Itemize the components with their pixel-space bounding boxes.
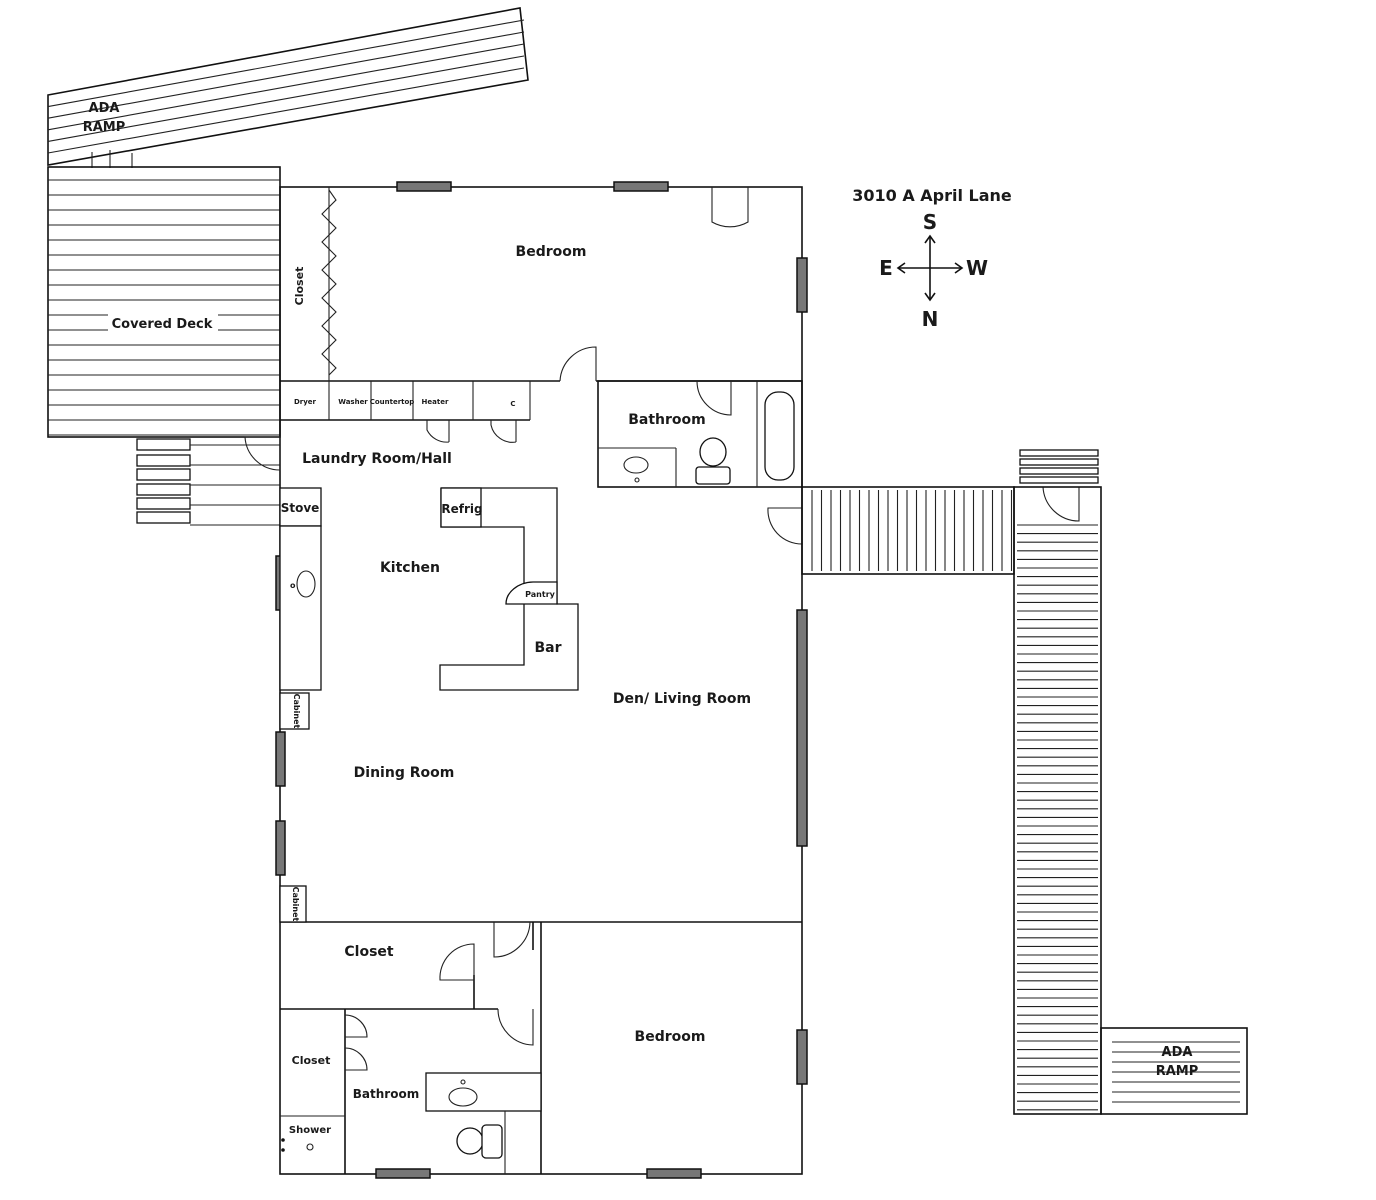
laundry-hall-label: Laundry Room/Hall [302, 451, 452, 467]
ada-ramp-bottom-label-1: ADA [1162, 1045, 1193, 1060]
ada-ramp-top-label-1: ADA [89, 101, 120, 116]
left-steps [136, 438, 280, 526]
heater-label: Heater [422, 398, 449, 406]
ada-ramp-bottom: ADA RAMP [1100, 1027, 1248, 1115]
kitchen-label: Kitchen [380, 560, 440, 576]
dryer-label: Dryer [294, 398, 317, 406]
cabinet-1-label: Cabinet [292, 694, 301, 729]
ramp-board [47, 31, 525, 119]
top-bath-fixtures [623, 391, 795, 485]
dining-room-label: Dining Room [354, 765, 455, 781]
compass-rose: S E W N [879, 210, 988, 331]
c-closet-label: C [510, 400, 515, 408]
closet-top-label: Closet [293, 267, 306, 306]
svg-text:o: o [290, 581, 296, 590]
stove-label: Stove [281, 501, 320, 515]
right-deck [801, 449, 1102, 1115]
bottom-bath-fixtures [281, 1079, 503, 1159]
refrig-label: Refrig [441, 502, 482, 516]
ramp-board [47, 43, 525, 131]
kitchen-counters: o [279, 487, 579, 923]
compass-top-letter: S [923, 210, 937, 234]
bedroom-bottom-label: Bedroom [635, 1029, 706, 1045]
covered-deck: Covered Deck [47, 166, 281, 438]
cabinet-2-label: Cabinet [291, 887, 300, 922]
shower-label: Shower [289, 1125, 331, 1136]
deck-boards [48, 179, 280, 436]
covered-deck-label: Covered Deck [112, 317, 213, 332]
walkway-boards [1017, 524, 1098, 1111]
bathroom-top-label: Bathroom [628, 412, 706, 428]
washer-label: Washer [338, 398, 368, 406]
compass-right-letter: W [966, 256, 988, 280]
pantry-label: Pantry [525, 590, 556, 599]
den-living-room-label: Den/ Living Room [613, 691, 751, 707]
ramp-top-boards [47, 19, 525, 154]
closet-folding-door [321, 189, 337, 376]
ada-ramp-top-label-2: RAMP [83, 120, 126, 135]
door-swings [244, 187, 1080, 1071]
ramp-board [47, 67, 525, 154]
compass-left-letter: E [879, 256, 893, 280]
ada-ramp-bottom-label-2: RAMP [1156, 1064, 1199, 1079]
ramp-bottom-boards [1112, 1041, 1240, 1103]
bathroom-bottom-label: Bathroom [353, 1087, 419, 1101]
ramp-board [47, 19, 525, 108]
compass-bottom-letter: N [922, 307, 939, 331]
ada-ramp-top: ADA RAMP [47, 7, 529, 168]
closet-small-label: Closet [292, 1054, 331, 1067]
countertop-label: Countertop [370, 398, 415, 406]
ramp-board [47, 55, 525, 142]
bedroom-top-label: Bedroom [516, 244, 587, 260]
right-deck-boards [811, 490, 1013, 571]
bar-label: Bar [534, 640, 561, 656]
address-label: 3010 A April Lane [852, 186, 1012, 205]
closet-bottom-label: Closet [344, 944, 394, 960]
house-walls [279, 186, 803, 1175]
